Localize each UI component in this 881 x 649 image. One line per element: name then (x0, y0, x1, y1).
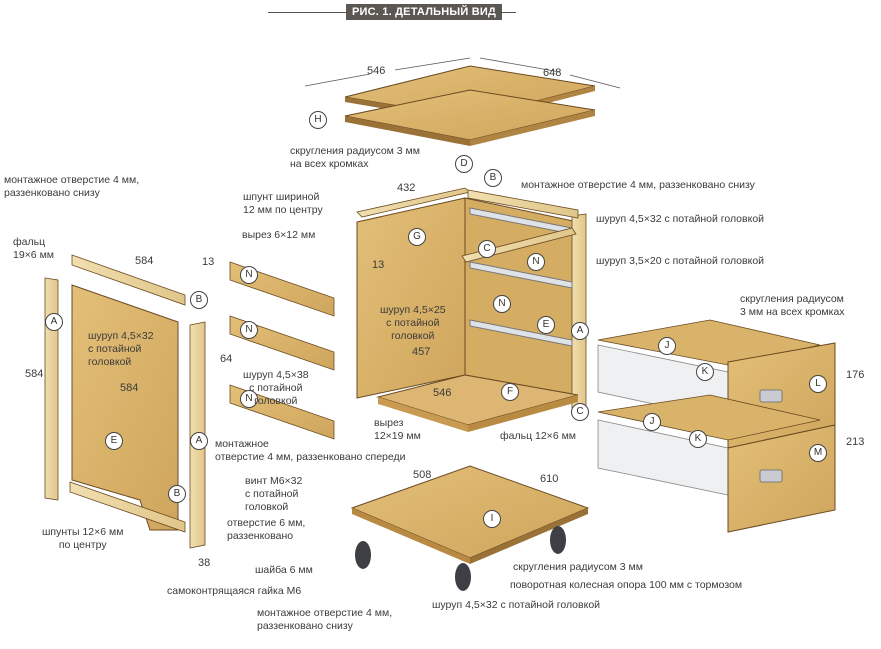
rail-b-top (467, 189, 579, 219)
stile-a-right (571, 213, 587, 409)
callout-n-slide-2: N (493, 295, 511, 313)
callout-c-bottom: C (571, 403, 589, 421)
side-panel-g (356, 197, 466, 399)
callout-f: F (501, 383, 519, 401)
dim-base-depth: 610 (540, 473, 559, 485)
dim-drawer-lower: 213 (846, 436, 865, 448)
label-rabbet-12x6: фальц 12×6 мм (500, 430, 577, 442)
figure-title: РИС. 1. ДЕТАЛЬНЫЙ ВИД (346, 4, 502, 20)
dim-spacer-13-left: 13 (202, 256, 215, 268)
rail-b-left (71, 254, 186, 306)
label-base-rounding: скругления радиусом 3 мм (513, 561, 643, 573)
label-cutout-12x19: вырез 12×19 мм (374, 417, 421, 442)
callout-m: M (809, 444, 827, 462)
label-screw-45x25: шуруп 4,5×25 с потайной головкой (380, 304, 446, 342)
callout-b-left: B (190, 291, 208, 309)
label-hole-6mm: отверстие 6 мм, раззенковано (227, 517, 306, 542)
label-bolt-m6x32: винт М6×32 с потайной головкой (245, 475, 303, 513)
callout-g: G (408, 228, 426, 246)
label-rabbet-19x6: фальц 19×6 мм (13, 236, 55, 261)
callout-e-side: E (105, 432, 123, 450)
title-rule-left (268, 12, 346, 13)
dim-side-width: 584 (120, 382, 139, 394)
base-panel-i (350, 465, 590, 564)
dim-stile-width: 38 (198, 557, 211, 569)
callout-h: H (309, 111, 327, 129)
callout-k-upper: K (696, 363, 714, 381)
callout-n-spacer-2: N (240, 321, 258, 339)
label-screw-35x20: шуруп 3,5×20 с потайной головкой (596, 255, 765, 267)
callout-l: L (809, 375, 827, 393)
label-screw-45x38: шуруп 4,5×38 с потайной головкой (243, 369, 309, 407)
callout-a-right: A (571, 322, 589, 340)
dim-bottom-depth: 546 (433, 387, 452, 399)
label-cutout-6x12: вырез 6×12 мм (242, 229, 316, 241)
dim-side-height: 584 (25, 368, 44, 380)
callout-n-spacer-3: N (240, 390, 258, 408)
drawer-lower (597, 394, 836, 533)
dim-top-width: 546 (367, 65, 386, 77)
side-panel-e (71, 284, 179, 531)
dim-spacer-64: 64 (220, 353, 233, 365)
callout-b-bottom: B (168, 485, 186, 503)
dim-rail-d: 432 (397, 182, 416, 194)
rail-b-bottom (69, 481, 186, 533)
label-mount-hole-bottom: монтажное отверстие 4 мм, раззенковано с… (257, 607, 393, 632)
label-mount-hole-top-right: монтажное отверстие 4 мм, раззенковано с… (521, 179, 755, 191)
label-top-rounding: скругления радиусом 3 мм на всех кромках (290, 145, 420, 170)
callout-d: D (455, 155, 473, 173)
label-drawer-rounding: скругления радиусом 3 мм на всех кромках (740, 293, 845, 318)
label-screw-45x32-left: шуруп 4,5×32 с потайной головкой (88, 330, 154, 368)
label-mount-hole-front: монтажное отверстие 4 мм, раззенковано с… (215, 438, 406, 463)
callout-b-top: B (484, 169, 502, 187)
callout-a-left: A (45, 313, 63, 331)
label-washer-6: шайба 6 мм (255, 564, 313, 576)
dim-base-width: 508 (413, 469, 432, 481)
spacers-n (229, 261, 335, 440)
callout-a-middle: A (190, 432, 208, 450)
callout-n-slide-1: N (527, 253, 545, 271)
dim-top-depth: 648 (543, 67, 562, 79)
callout-e-back: E (537, 316, 555, 334)
callout-n-spacer-1: N (240, 266, 258, 284)
label-screw-45x32-right: шуруп 4,5×32 с потайной головкой (596, 213, 765, 225)
callout-c-rail: C (478, 240, 496, 258)
callout-i: I (483, 510, 501, 528)
dim-drawer-upper: 176 (846, 369, 865, 381)
label-mount-hole-left: монтажное отверстие 4 мм, раззенковано с… (4, 174, 140, 199)
callout-j-upper: J (658, 337, 676, 355)
title-rule-right (490, 12, 516, 13)
drawer-slides (469, 207, 573, 347)
dim-rail-b-left: 584 (135, 255, 154, 267)
label-locknut-m6: самоконтрящаяся гайка М6 (167, 585, 302, 597)
casters (355, 526, 566, 591)
top-dimension-lines (304, 57, 621, 89)
label-screw-45x32-bottom: шуруп 4,5×32 с потайной головкой (432, 599, 601, 611)
stile-a-left (44, 277, 59, 501)
callout-j-lower: J (643, 413, 661, 431)
dim-back-width: 457 (412, 346, 431, 358)
figure-title-bar: РИС. 1. ДЕТАЛЬНЫЙ ВИД (268, 4, 516, 20)
label-groove-d: шпунт шириной 12 мм по центру (243, 191, 323, 216)
top-panels-h (344, 65, 596, 146)
label-grooves-12x6: шпунты 12×6 мм по центру (42, 526, 124, 551)
label-caster: поворотная колесная опора 100 мм с тормо… (510, 579, 743, 591)
callout-k-lower: K (689, 430, 707, 448)
dim-spacer-13-panel: 13 (372, 259, 385, 271)
